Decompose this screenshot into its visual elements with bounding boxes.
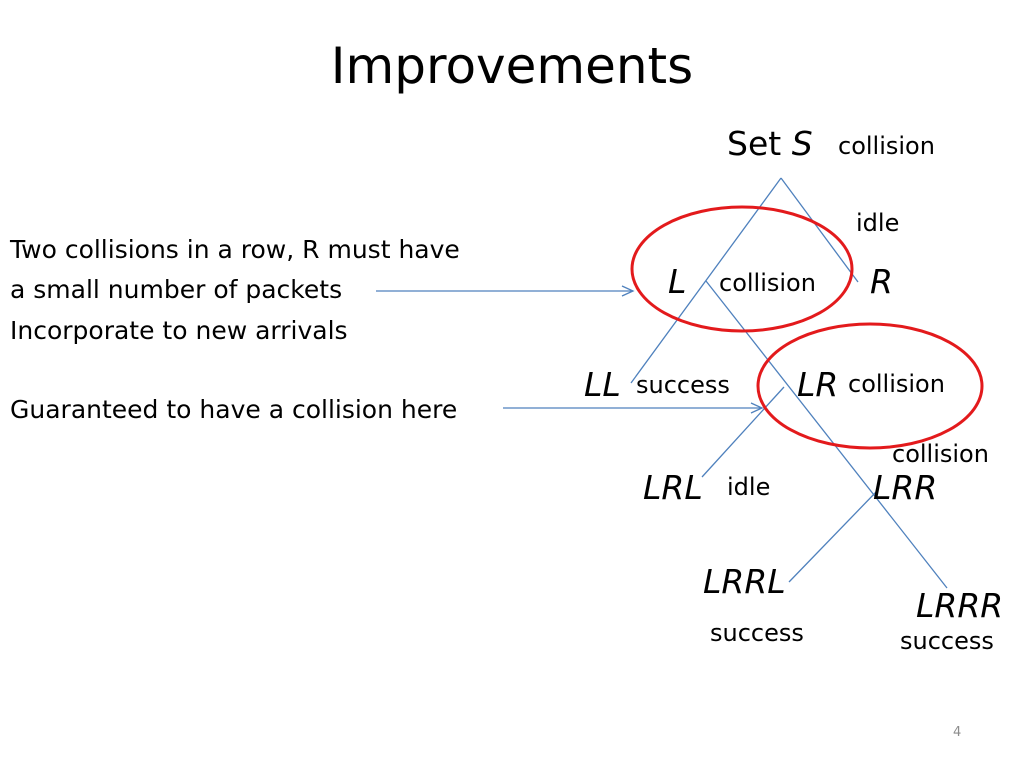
edge-root-right [780, 177, 859, 283]
note-two-collisions: Two collisions in a row, R must have [10, 235, 460, 264]
highlight-circles [630, 205, 984, 450]
node-lrrl: LRRL [703, 562, 786, 601]
note-guaranteed-collision: Guaranteed to have a collision here [10, 395, 458, 424]
root-node-prefix: Set [727, 124, 792, 163]
node-lrl: LRL [643, 468, 703, 507]
edge-lrr-left [788, 490, 878, 583]
node-lr: LR [797, 365, 839, 404]
node-ll-status: success [636, 371, 730, 399]
node-r-status: idle [856, 209, 900, 237]
note-small-number-packets: a small number of packets [10, 275, 343, 304]
edge-lr-left [701, 386, 785, 478]
arrow-head-lr-circle [750, 402, 764, 414]
node-lrrr: LRRR [916, 586, 1004, 625]
root-node-label: Set S [727, 124, 813, 164]
root-node-name: S [791, 124, 813, 163]
edge-root-left [630, 177, 782, 384]
node-r: R [870, 262, 893, 301]
node-lrl-status: idle [727, 473, 771, 501]
slide-title: Improvements [330, 37, 694, 95]
highlight-circle-l [630, 205, 854, 333]
node-lrrr-status: success [900, 627, 994, 655]
node-ll: LL [584, 365, 621, 404]
node-lrr: LRR [873, 468, 938, 507]
arrow-head-l-circle [621, 285, 635, 297]
node-lr-status: collision [848, 370, 945, 398]
node-l-status: collision [719, 269, 816, 297]
root-node-status: collision [838, 132, 935, 160]
page-number: 4 [953, 725, 962, 740]
node-lrr-status: collision [892, 440, 989, 468]
annotation-arrows [376, 285, 764, 414]
node-l: L [668, 262, 687, 301]
highlight-circle-lr [756, 322, 984, 450]
note-incorporate-new-arrivals: Incorporate to new arrivals [10, 316, 348, 345]
node-lrrl-status: success [710, 619, 804, 647]
tree-edges [630, 177, 948, 589]
